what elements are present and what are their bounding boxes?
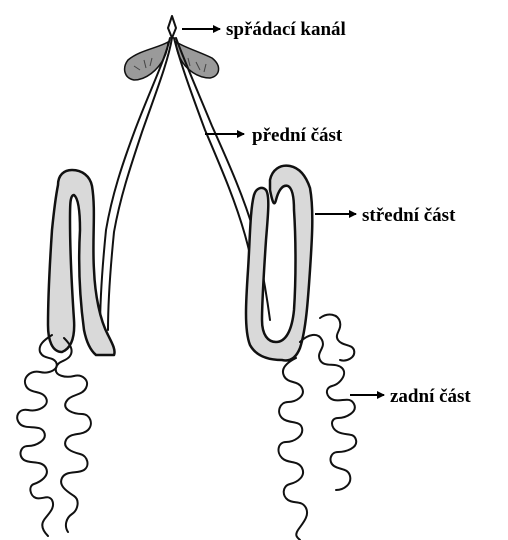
- label-spinneret: spřádací kanál: [226, 19, 346, 40]
- filippi-gland-right: [176, 42, 219, 78]
- spinneret: [168, 16, 176, 38]
- anterior-duct-left: [100, 38, 172, 330]
- label-anterior: přední část: [252, 125, 343, 146]
- middle-part-left: [48, 170, 115, 355]
- posterior-part-left: [17, 335, 91, 536]
- middle-part-right: [246, 166, 312, 361]
- label-middle: střední část: [362, 205, 456, 226]
- label-posterior: zadní část: [390, 386, 471, 407]
